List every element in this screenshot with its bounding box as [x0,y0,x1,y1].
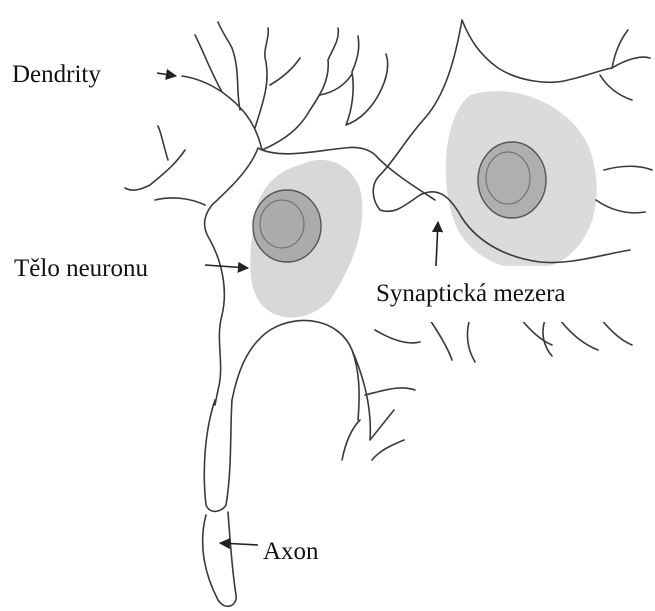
right-nucleus [478,142,546,218]
cell-body-label: Tělo neuronu [14,256,148,281]
left-axon [203,400,237,606]
telo-arrow [205,265,248,268]
synapse-arrow [436,222,438,266]
synaptic-gap-label: Synaptická mezera [376,281,566,306]
right-dendrites [596,30,652,213]
left-lower-dendrites [342,330,420,460]
axon-arrow [220,543,258,545]
right-lower-dendrites [430,318,632,362]
dendrity-arrow [157,73,176,76]
axon-label: Axon [263,539,319,564]
dendrity-label: Dendrity [12,62,101,87]
